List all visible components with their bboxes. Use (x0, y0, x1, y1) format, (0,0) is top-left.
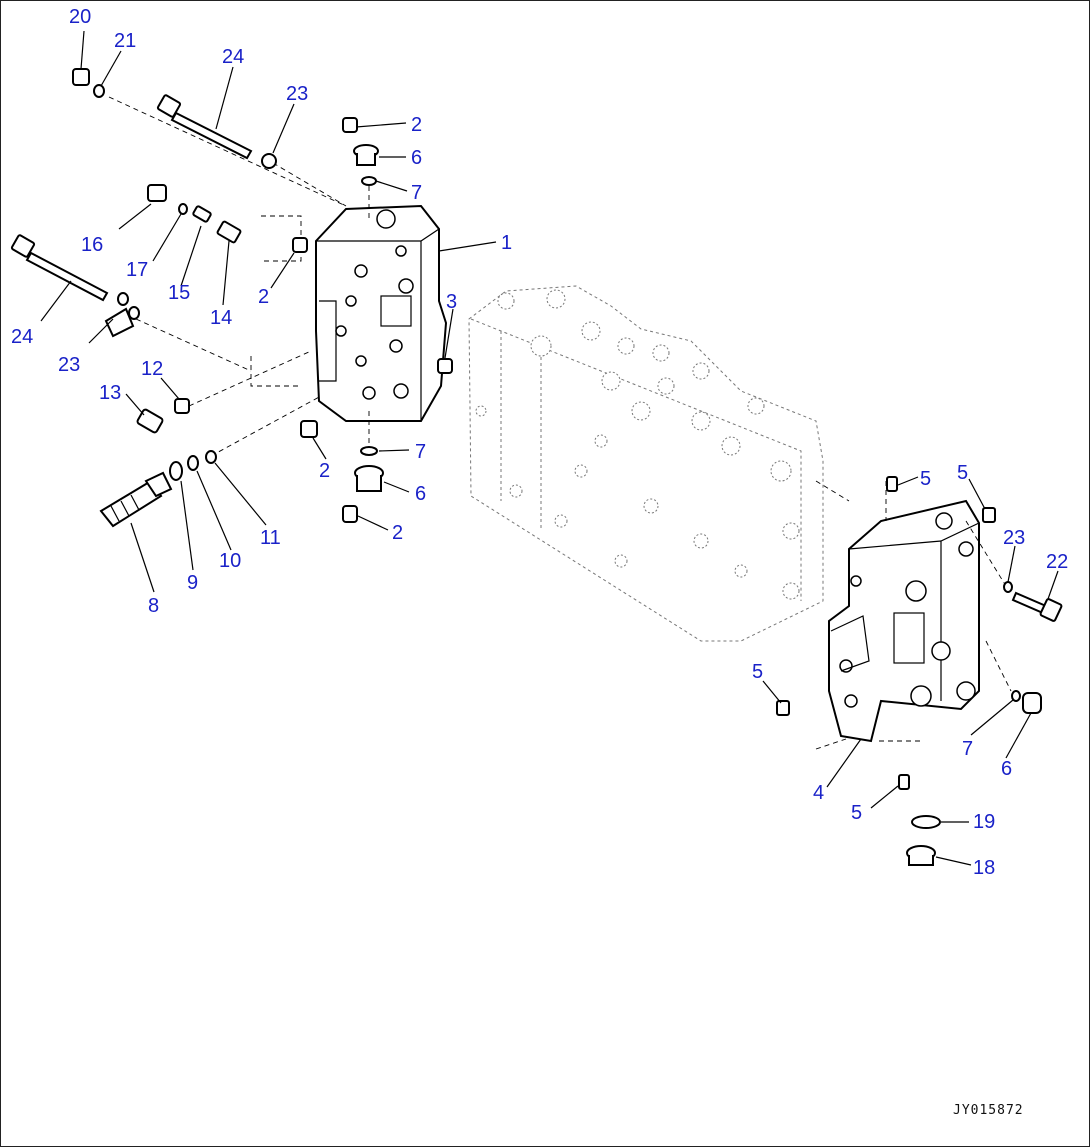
bolt-22 (1011, 591, 1063, 622)
callout-2-bottom: 2 (392, 522, 403, 544)
plug-5-left (776, 700, 790, 716)
callout-6-lower: 6 (415, 483, 426, 505)
o-ring-7-right (1011, 690, 1021, 702)
callout-23-top: 23 (286, 83, 308, 105)
washer-23-right (1003, 581, 1013, 593)
callout-6-right: 6 (1001, 758, 1012, 780)
callout-21: 21 (114, 30, 136, 52)
callout-4: 4 (813, 782, 824, 804)
relief-valve-8 (99, 471, 173, 528)
plug-6-lower (354, 465, 384, 492)
callout-6-top: 6 (411, 147, 422, 169)
drawing-code: JY015872 (953, 1103, 1024, 1118)
fitting-13 (136, 408, 164, 434)
o-ring-10 (187, 455, 199, 471)
callout-19: 19 (973, 811, 995, 833)
callout-15: 15 (168, 282, 190, 304)
plug-2-bottom (342, 505, 358, 523)
callout-7-lower: 7 (415, 441, 426, 463)
washer-23-left (104, 292, 140, 338)
plug-20 (72, 68, 90, 86)
callout-18: 18 (973, 857, 995, 879)
plug-2-side (292, 237, 308, 253)
o-ring-17 (178, 203, 188, 215)
plug-5-right (982, 507, 996, 523)
plug-2-top (342, 117, 358, 133)
callout-2-middle: 2 (319, 460, 330, 482)
o-ring-7-top (361, 176, 377, 186)
callout-5-bottom: 5 (851, 802, 862, 824)
callout-7-right: 7 (962, 738, 973, 760)
plug-6-right (1022, 692, 1042, 714)
plug-16 (147, 184, 167, 202)
fitting-12 (174, 398, 190, 414)
o-ring-7-lower (360, 446, 378, 456)
callout-22: 22 (1046, 551, 1068, 573)
callout-23-left: 23 (58, 354, 80, 376)
bolt-24-top (156, 94, 253, 160)
callout-10: 10 (219, 550, 241, 572)
assembly-lines (108, 96, 1012, 750)
valve-section-1 (315, 204, 448, 422)
washer-23-top (261, 153, 277, 169)
callout-23-right: 23 (1003, 527, 1025, 549)
callout-14: 14 (210, 307, 232, 329)
callout-9: 9 (187, 572, 198, 594)
callout-2-side: 2 (258, 286, 269, 308)
o-ring-11 (205, 450, 217, 464)
callout-7-top: 7 (411, 182, 422, 204)
plug-2-middle (300, 420, 318, 438)
callout-16: 16 (81, 234, 103, 256)
fitting-15 (192, 205, 212, 223)
callout-5-left: 5 (752, 661, 763, 683)
callout-13: 13 (99, 382, 121, 404)
callout-8: 8 (148, 595, 159, 617)
callout-11: 11 (260, 527, 281, 549)
callout-2-top: 2 (411, 114, 422, 136)
leader-lines (40, 30, 1059, 866)
callout-24-top: 24 (222, 46, 244, 68)
callout-5-top: 5 (920, 468, 931, 490)
plug-6-top (353, 144, 379, 166)
callout-24-left: 24 (11, 326, 33, 348)
plug-3 (437, 358, 453, 374)
o-ring-21 (93, 84, 105, 98)
main-valve-block-phantom (468, 285, 824, 642)
callout-17: 17 (126, 259, 148, 281)
backup-ring-9 (169, 461, 183, 481)
plug-18 (906, 845, 936, 866)
callout-5-right: 5 (957, 462, 968, 484)
callout-1: 1 (501, 232, 512, 254)
plug-5-bottom (898, 774, 910, 790)
o-ring-19 (911, 815, 941, 829)
plug-5-top (886, 476, 898, 492)
bolt-24-left (10, 234, 109, 302)
small-parts (10, 68, 1063, 866)
callout-3: 3 (446, 291, 457, 313)
callout-labels: 20 21 24 23 2 6 7 1 16 17 15 14 2 3 24 2… (11, 6, 1068, 879)
fitting-14 (216, 220, 242, 244)
valve-section-4 (828, 499, 980, 743)
callout-20: 20 (69, 6, 91, 28)
callout-12: 12 (141, 358, 163, 380)
